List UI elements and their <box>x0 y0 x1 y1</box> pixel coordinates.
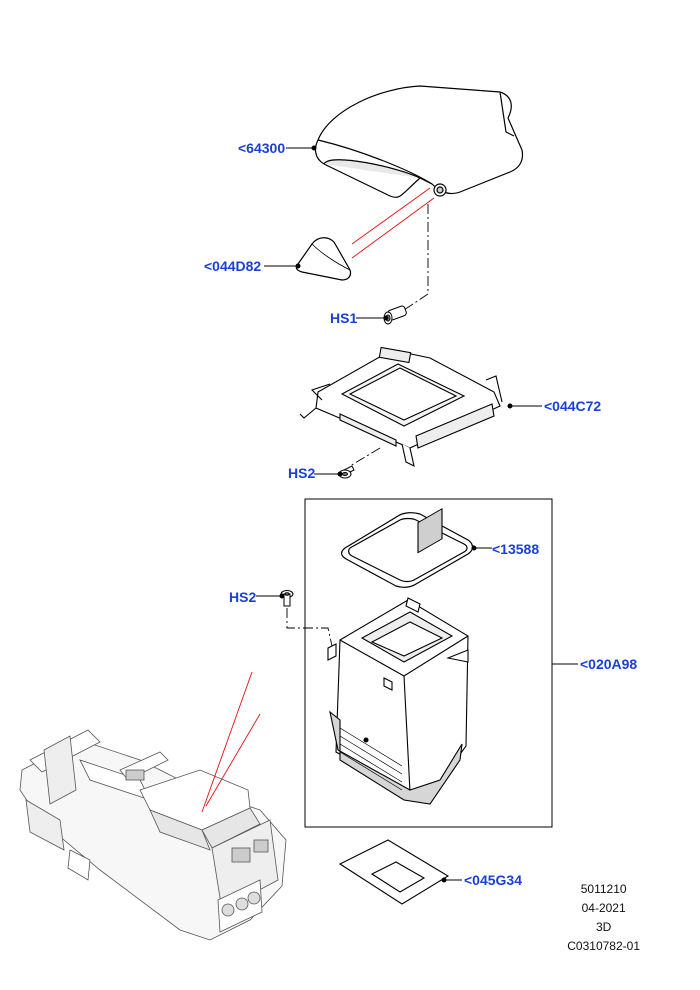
bin-assembly-box <box>304 498 553 828</box>
callout-hs1[interactable]: HS1 <box>330 310 358 326</box>
callout-13588[interactable]: <13588 <box>492 541 540 557</box>
leader-lines <box>256 145 578 883</box>
hs2-screw-part-upper <box>338 465 355 479</box>
reference-code: C0310782-01 <box>567 939 640 953</box>
insert-mat-part <box>338 839 450 905</box>
drawing-reference-block: 5011210 04-2021 3D C0310782-01 <box>567 880 640 956</box>
console-locator-view <box>19 729 287 941</box>
highlight-line <box>205 713 261 807</box>
callout-hs2-upper[interactable]: HS2 <box>288 465 316 481</box>
storage-bin-part <box>327 507 469 805</box>
callout-044C72[interactable]: <044C72 <box>544 398 602 414</box>
callout-64300[interactable]: <64300 <box>238 140 286 156</box>
axis-line <box>403 204 429 311</box>
callout-045G34[interactable]: <045G34 <box>464 872 522 888</box>
hinge-cover-part <box>295 237 352 281</box>
reference-number: 5011210 <box>580 882 627 896</box>
callout-hs2-lower[interactable]: HS2 <box>229 589 257 605</box>
highlight-line <box>201 671 253 813</box>
axis-line <box>349 447 381 467</box>
callout-044D82[interactable]: <044D82 <box>204 258 262 274</box>
axis-line <box>286 608 333 647</box>
highlight-line <box>351 197 435 259</box>
callout-020A98[interactable]: <020A98 <box>580 656 638 672</box>
seal-gasket-part <box>341 512 474 588</box>
bracket-frame-part <box>299 346 503 468</box>
armrest-lid-part <box>314 85 524 199</box>
highlight-line <box>351 187 431 245</box>
hs1-screw-part <box>383 305 407 325</box>
reference-date: 04-2021 <box>581 901 626 915</box>
reference-view: 3D <box>595 920 612 934</box>
